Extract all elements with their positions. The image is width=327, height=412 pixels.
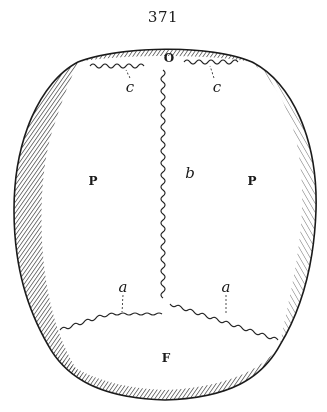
label-coronal-left: a: [119, 278, 128, 296]
label-occipital: O: [164, 51, 174, 65]
label-lambdoid-left: c: [126, 78, 135, 96]
label-sagittal: b: [185, 164, 195, 182]
label-parietal-right: P: [247, 174, 256, 188]
label-frontal: F: [162, 351, 171, 365]
label-coronal-right: a: [222, 278, 231, 296]
label-lambdoid-right: c: [213, 78, 222, 96]
page-number: 371: [148, 8, 178, 26]
label-parietal-left: P: [88, 174, 97, 188]
